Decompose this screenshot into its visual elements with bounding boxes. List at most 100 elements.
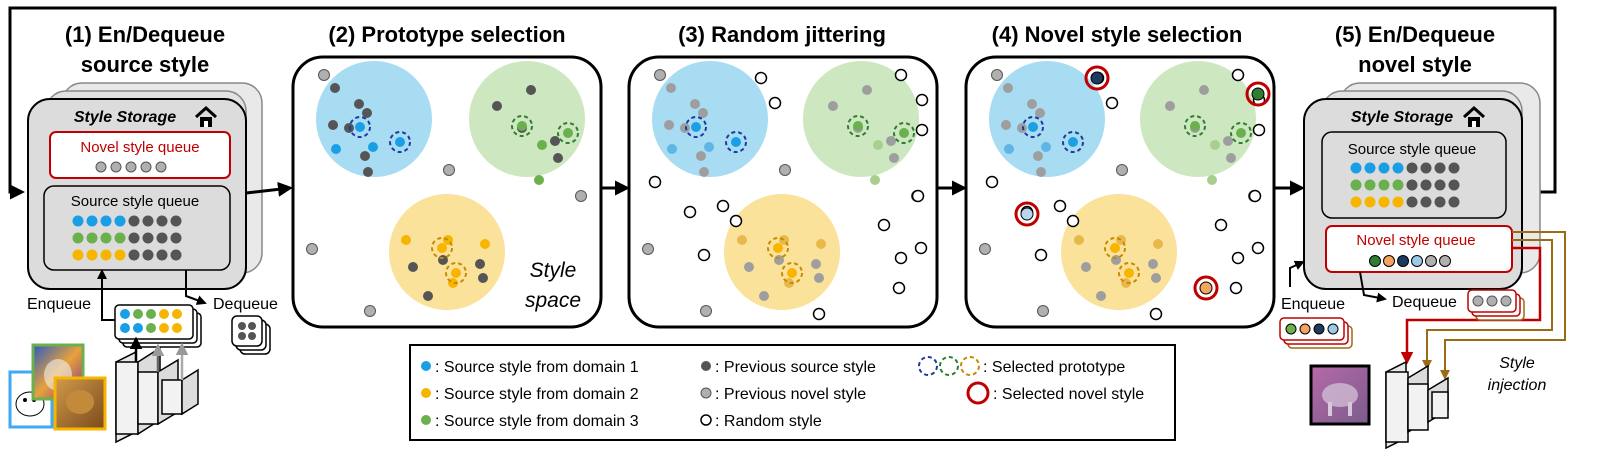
novel-style-dot bbox=[1020, 207, 1034, 221]
queue-dot bbox=[1406, 162, 1418, 174]
domain2-cluster bbox=[389, 194, 505, 310]
prev-novel-dot bbox=[1037, 305, 1049, 317]
enqueue-dot bbox=[159, 323, 169, 333]
prev-source-dot bbox=[1017, 123, 1027, 133]
prototype-ring bbox=[389, 131, 411, 153]
domain3-dot bbox=[534, 175, 544, 185]
queue-dot bbox=[1364, 196, 1376, 208]
dequeue-stack-left bbox=[231, 315, 271, 355]
prev-source-dot bbox=[363, 167, 373, 177]
domain1-dot bbox=[704, 142, 714, 152]
queue-dot bbox=[100, 215, 112, 227]
domain1-cluster bbox=[316, 61, 432, 177]
prototype-center bbox=[517, 121, 527, 131]
prev-novel-dot bbox=[1116, 164, 1128, 176]
prototype-center bbox=[691, 122, 701, 132]
random-style-dot bbox=[1053, 199, 1067, 213]
prev-novel-dot bbox=[779, 164, 791, 176]
novel-style-ring bbox=[1014, 201, 1040, 227]
prev-source-dot bbox=[553, 153, 563, 163]
random-style-dot bbox=[683, 205, 697, 219]
prototype-center bbox=[1190, 121, 1200, 131]
queue-dot bbox=[100, 232, 112, 244]
novel-style-ring bbox=[1084, 65, 1110, 91]
enqueue-dot bbox=[120, 323, 130, 333]
prev-novel-dot bbox=[443, 164, 455, 176]
legend-prev-source: : Previous source style bbox=[715, 359, 876, 376]
prev-source-dot bbox=[862, 85, 872, 95]
domain3-dot bbox=[1207, 175, 1217, 185]
prev-source-dot bbox=[1148, 259, 1158, 269]
queue-dot bbox=[100, 249, 112, 261]
enqueue-label-right: Enqueue bbox=[1281, 296, 1345, 313]
queue-dot bbox=[1420, 196, 1432, 208]
queue-dot bbox=[72, 232, 84, 244]
queue-dot bbox=[1434, 196, 1446, 208]
queue-dot bbox=[1434, 179, 1446, 191]
queue-dot bbox=[1364, 179, 1376, 191]
queue-dot bbox=[142, 232, 154, 244]
prototype-ring bbox=[349, 116, 371, 138]
enqueue-dot bbox=[172, 323, 182, 333]
style-space-label-2: space bbox=[525, 289, 581, 312]
prototype-ring bbox=[725, 131, 747, 153]
prototype-ring bbox=[893, 122, 915, 144]
queue-dot bbox=[1392, 162, 1404, 174]
prev-novel-dot bbox=[306, 243, 318, 255]
prev-source-dot bbox=[886, 136, 896, 146]
domain2-dot bbox=[737, 235, 747, 245]
prototype-ring bbox=[1118, 262, 1140, 284]
domain3-dot bbox=[537, 140, 547, 150]
novel-queue-dot bbox=[1369, 255, 1381, 267]
prev-source-dot bbox=[1033, 151, 1043, 161]
prev-source-dot bbox=[690, 99, 700, 109]
style-injection-label: Style bbox=[1499, 355, 1535, 372]
queue-dot bbox=[86, 249, 98, 261]
panel-prototype-selection: Style space bbox=[291, 55, 603, 329]
prev-source-dot bbox=[1096, 291, 1106, 301]
random-style-dot bbox=[892, 281, 906, 295]
queue-dot bbox=[1350, 196, 1362, 208]
prototype-ring bbox=[685, 116, 707, 138]
random-style-dot bbox=[915, 123, 929, 137]
source-queue-box-right bbox=[1321, 131, 1507, 219]
prev-source-dot bbox=[1081, 262, 1091, 272]
panel-novel-style-selection bbox=[964, 55, 1276, 329]
prev-source-dot bbox=[1223, 136, 1233, 146]
random-style-dot bbox=[729, 214, 743, 228]
random-style-dot bbox=[914, 241, 928, 255]
novel-queue-label-right: Novel style queue bbox=[1356, 232, 1475, 249]
random-style-dot bbox=[1251, 241, 1265, 255]
enqueue-arrow bbox=[97, 269, 115, 321]
queue-dot bbox=[1434, 162, 1446, 174]
prev-source-dot bbox=[1027, 99, 1037, 109]
legend-domain1: : Source style from domain 1 bbox=[435, 359, 639, 376]
prev-source-dot bbox=[889, 153, 899, 163]
prev-source-dot bbox=[344, 123, 354, 133]
legend: : Source style from domain 1 : Source st… bbox=[409, 344, 1176, 441]
prototype-ring bbox=[511, 115, 533, 137]
dequeue-label-right: Dequeue bbox=[1392, 294, 1457, 311]
random-style-dot bbox=[877, 218, 891, 232]
prev-novel-dot bbox=[642, 243, 654, 255]
prototype-ring bbox=[847, 115, 869, 137]
domain1-dot bbox=[1041, 142, 1051, 152]
random-style-dot bbox=[985, 175, 999, 189]
prev-novel-dot bbox=[700, 305, 712, 317]
random-style-dot bbox=[1229, 281, 1243, 295]
prototype-ring bbox=[445, 262, 467, 284]
novel-queue-dot bbox=[1397, 255, 1409, 267]
prev-source-dot bbox=[354, 99, 364, 109]
storage-title-right: Style Storage bbox=[1351, 109, 1453, 126]
domain2-dot bbox=[1074, 235, 1084, 245]
prev-source-dot bbox=[408, 262, 418, 272]
source-queue-label: Source style queue bbox=[71, 193, 199, 210]
enqueue-dot bbox=[120, 309, 130, 319]
novel-queue-dots bbox=[95, 161, 167, 173]
domain1-dot bbox=[667, 144, 677, 154]
enqueue-dot bbox=[146, 309, 156, 319]
queue-dot bbox=[170, 249, 182, 261]
prev-source-dot bbox=[696, 151, 706, 161]
prev-source-dot bbox=[550, 136, 560, 146]
